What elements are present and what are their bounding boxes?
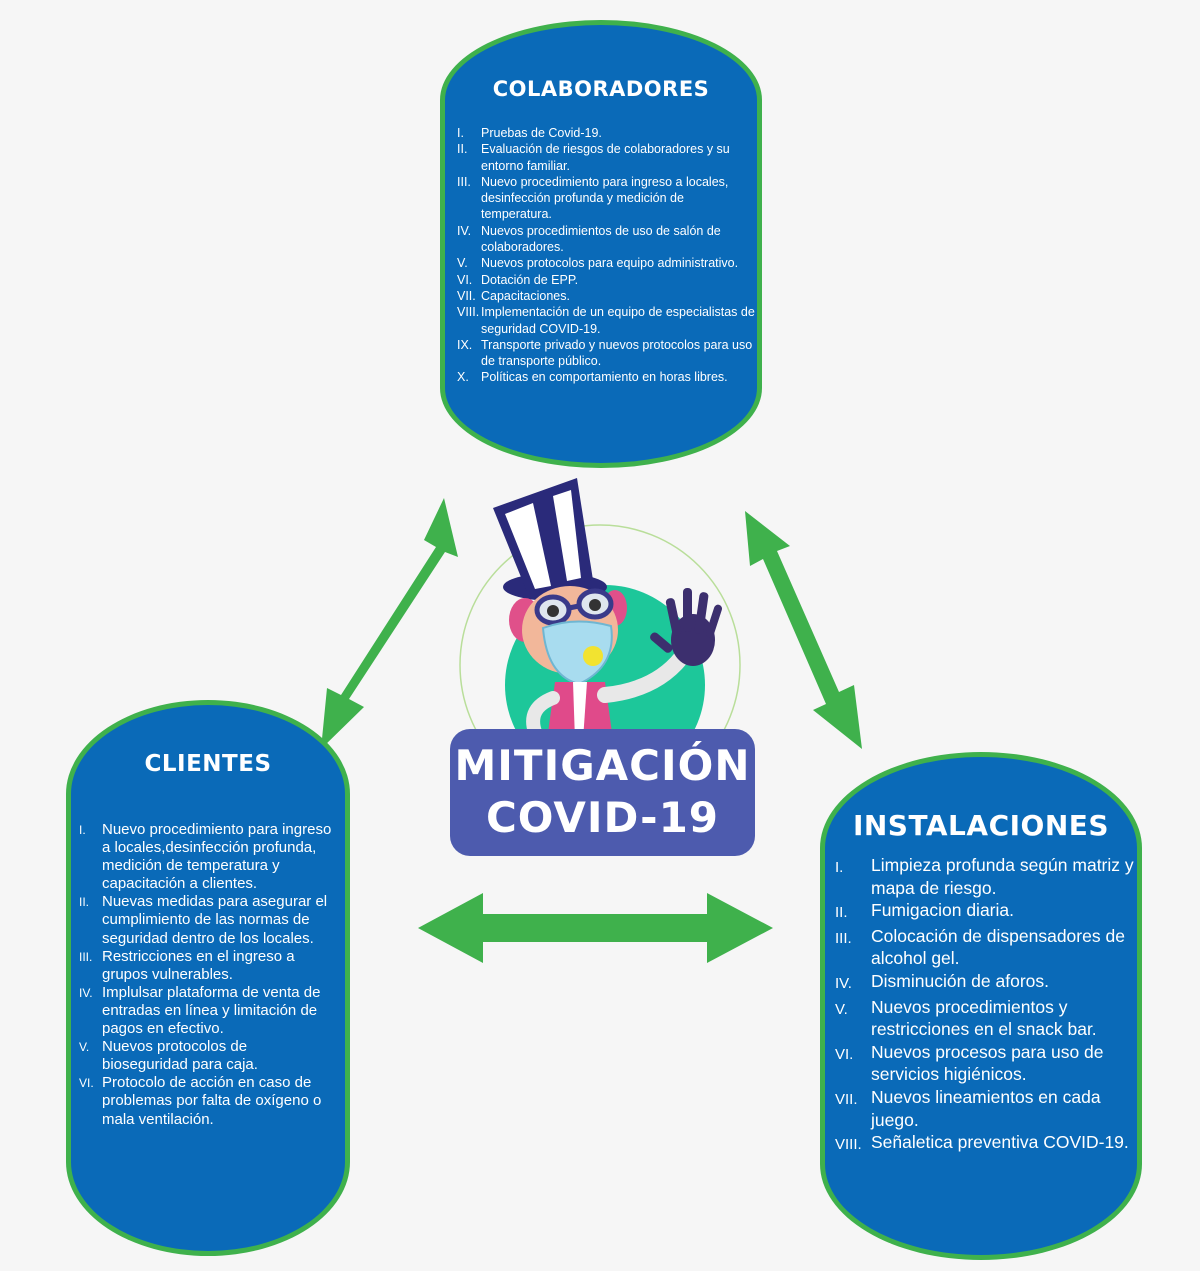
list-item: V. Nuevos protocolos para equipo administ…	[457, 255, 757, 271]
item-text: Nuevos protocolos para equipo administra…	[481, 256, 739, 271]
instalaciones-card: INSTALACIONES I. Limpieza profunda según …	[820, 752, 1142, 1260]
item-number: IV.	[835, 974, 852, 992]
item-number: V.	[835, 1000, 848, 1018]
colaboradores-card: COLABORADORES I. Pruebas de Covid-19. II.…	[440, 20, 762, 468]
list-item: III. Restricciones en el ingreso a grupos…	[79, 948, 335, 984]
item-number: IX.	[457, 337, 473, 352]
item-text: Nuevos procedimientos de uso de salón de…	[481, 223, 721, 255]
list-item: VII. Nuevos lineamientos en cada juego.	[835, 1086, 1135, 1131]
center-title-line2: COVID-19	[485, 793, 720, 842]
list-item: I. Pruebas de Covid-19.	[457, 125, 757, 141]
item-text: Limpieza profunda según matriz y mapa de…	[871, 855, 1134, 898]
list-item: III. Colocación de dispensadores de alcoh…	[835, 925, 1135, 970]
item-text: Dotación de EPP.	[481, 272, 579, 287]
item-text: Nuevo procedimiento para ingreso a local…	[102, 821, 332, 893]
list-item: VIII. Señaletica preventiva COVID-19.	[835, 1131, 1135, 1157]
item-number: IV.	[457, 223, 472, 238]
mitigacion-title-box: MITIGACIÓN COVID-19	[450, 729, 755, 856]
item-text: Fumigacion diaria.	[871, 900, 1014, 921]
arrow-colaboradores-clientes	[321, 498, 458, 749]
item-text: Señaletica preventiva COVID-19.	[871, 1132, 1129, 1153]
list-item: VII. Capacitaciones.	[457, 288, 757, 304]
arrow-colaboradores-instalaciones	[745, 511, 862, 749]
item-text: Capacitaciones.	[481, 288, 570, 303]
item-text: Nuevas medidas para asegurar el cumplimi…	[102, 893, 328, 947]
list-item: I. Limpieza profunda según matriz y mapa …	[835, 854, 1135, 899]
item-number: VII.	[835, 1090, 858, 1108]
list-item: I. Nuevo procedimiento para ingreso a loc…	[79, 821, 335, 893]
item-number: VIII.	[835, 1136, 862, 1154]
item-number: IV.	[79, 985, 93, 1000]
item-text: Implementación de un equipo de especiali…	[481, 305, 755, 336]
item-text: Nuevo procedimiento para ingreso a local…	[481, 174, 729, 222]
list-item: IV. Implulsar plataforma de venta de entr…	[79, 984, 335, 1038]
item-number: VIII.	[457, 305, 480, 320]
item-text: Pruebas de Covid-19.	[481, 126, 602, 140]
item-number: II.	[835, 904, 848, 922]
item-text: Nuevos procesos para uso de servicios hi…	[871, 1041, 1104, 1085]
center-title-line1: MITIGACIÓN	[454, 741, 751, 790]
item-text: Colocación de dispensadores de alcohol g…	[871, 925, 1125, 969]
item-text: Políticas en comportamiento en horas lib…	[481, 370, 728, 385]
item-number: I.	[457, 126, 464, 140]
colaboradores-title: COLABORADORES	[492, 77, 710, 101]
item-number: X.	[457, 370, 469, 385]
list-item: II. Fumigacion diaria.	[835, 899, 1135, 925]
item-text: Implulsar plataforma de venta de entrada…	[102, 983, 321, 1038]
item-text: Disminución de aforos.	[871, 970, 1049, 991]
item-text: Restricciones en el ingreso a grupos vul…	[102, 947, 295, 983]
clientes-card: CLIENTES I. Nuevo procedimiento para ingr…	[66, 700, 350, 1256]
list-item: V. Nuevos procedimientos y restricciones …	[835, 996, 1135, 1041]
clientes-title: CLIENTES	[144, 751, 272, 777]
list-item: VI. Dotación de EPP.	[457, 272, 757, 288]
item-text: Nuevos procedimientos y restricciones en…	[871, 996, 1097, 1040]
item-number: I.	[79, 823, 86, 837]
list-item: III. Nuevo procedimiento para ingreso a l…	[457, 174, 757, 223]
item-number: VI.	[457, 272, 473, 287]
list-item: VI. Protocolo de acción en caso de proble…	[79, 1074, 335, 1128]
item-number: VI.	[835, 1045, 854, 1063]
colaboradores-list: I. Pruebas de Covid-19. II. Evaluación de …	[457, 125, 757, 386]
instalaciones-list: I. Limpieza profunda según matriz y mapa …	[835, 854, 1135, 1157]
item-number: II.	[457, 142, 468, 157]
item-text: Nuevos lineamientos en cada juego.	[871, 1086, 1101, 1130]
item-text: Nuevos protocolos de bioseguridad para c…	[102, 1038, 258, 1074]
item-number: V.	[457, 256, 468, 271]
item-number: III.	[79, 949, 93, 964]
list-item: VIII.Implementación de un equipo de espe…	[457, 304, 757, 337]
item-number: VII.	[457, 288, 476, 303]
list-item: V. Nuevos protocolos de bioseguridad para…	[79, 1038, 335, 1074]
list-item: X. Políticas en comportamiento en horas l…	[457, 369, 757, 385]
clientes-list: I. Nuevo procedimiento para ingreso a loc…	[79, 821, 335, 1129]
item-text: Protocolo de acción en caso de problemas…	[102, 1074, 322, 1128]
item-number: II.	[79, 895, 90, 910]
list-item: VI. Nuevos procesos para uso de servicios…	[835, 1041, 1135, 1086]
item-number: III.	[457, 174, 471, 189]
item-number: III.	[835, 929, 852, 947]
list-item: IV. Disminución de aforos.	[835, 970, 1135, 996]
item-number: V.	[79, 1040, 90, 1055]
list-item: II. Evaluación de riesgos de colaboradore…	[457, 141, 757, 174]
instalaciones-title: INSTALACIONES	[852, 809, 1110, 842]
mascot-with-mask-icon	[459, 478, 741, 740]
list-item: IV. Nuevos procedimientos de uso de salón…	[457, 223, 757, 256]
arrow-clientes-instalaciones	[418, 893, 773, 963]
item-text: Transporte privado y nuevos protocolos p…	[481, 337, 753, 369]
list-item: IX. Transporte privado y nuevos protocolo…	[457, 337, 757, 370]
item-text: Evaluación de riesgos de colaboradores y…	[481, 142, 730, 173]
item-number: VI.	[79, 1076, 94, 1091]
item-number: I.	[835, 859, 844, 876]
list-item: II. Nuevas medidas para asegurar el cumpl…	[79, 893, 335, 947]
